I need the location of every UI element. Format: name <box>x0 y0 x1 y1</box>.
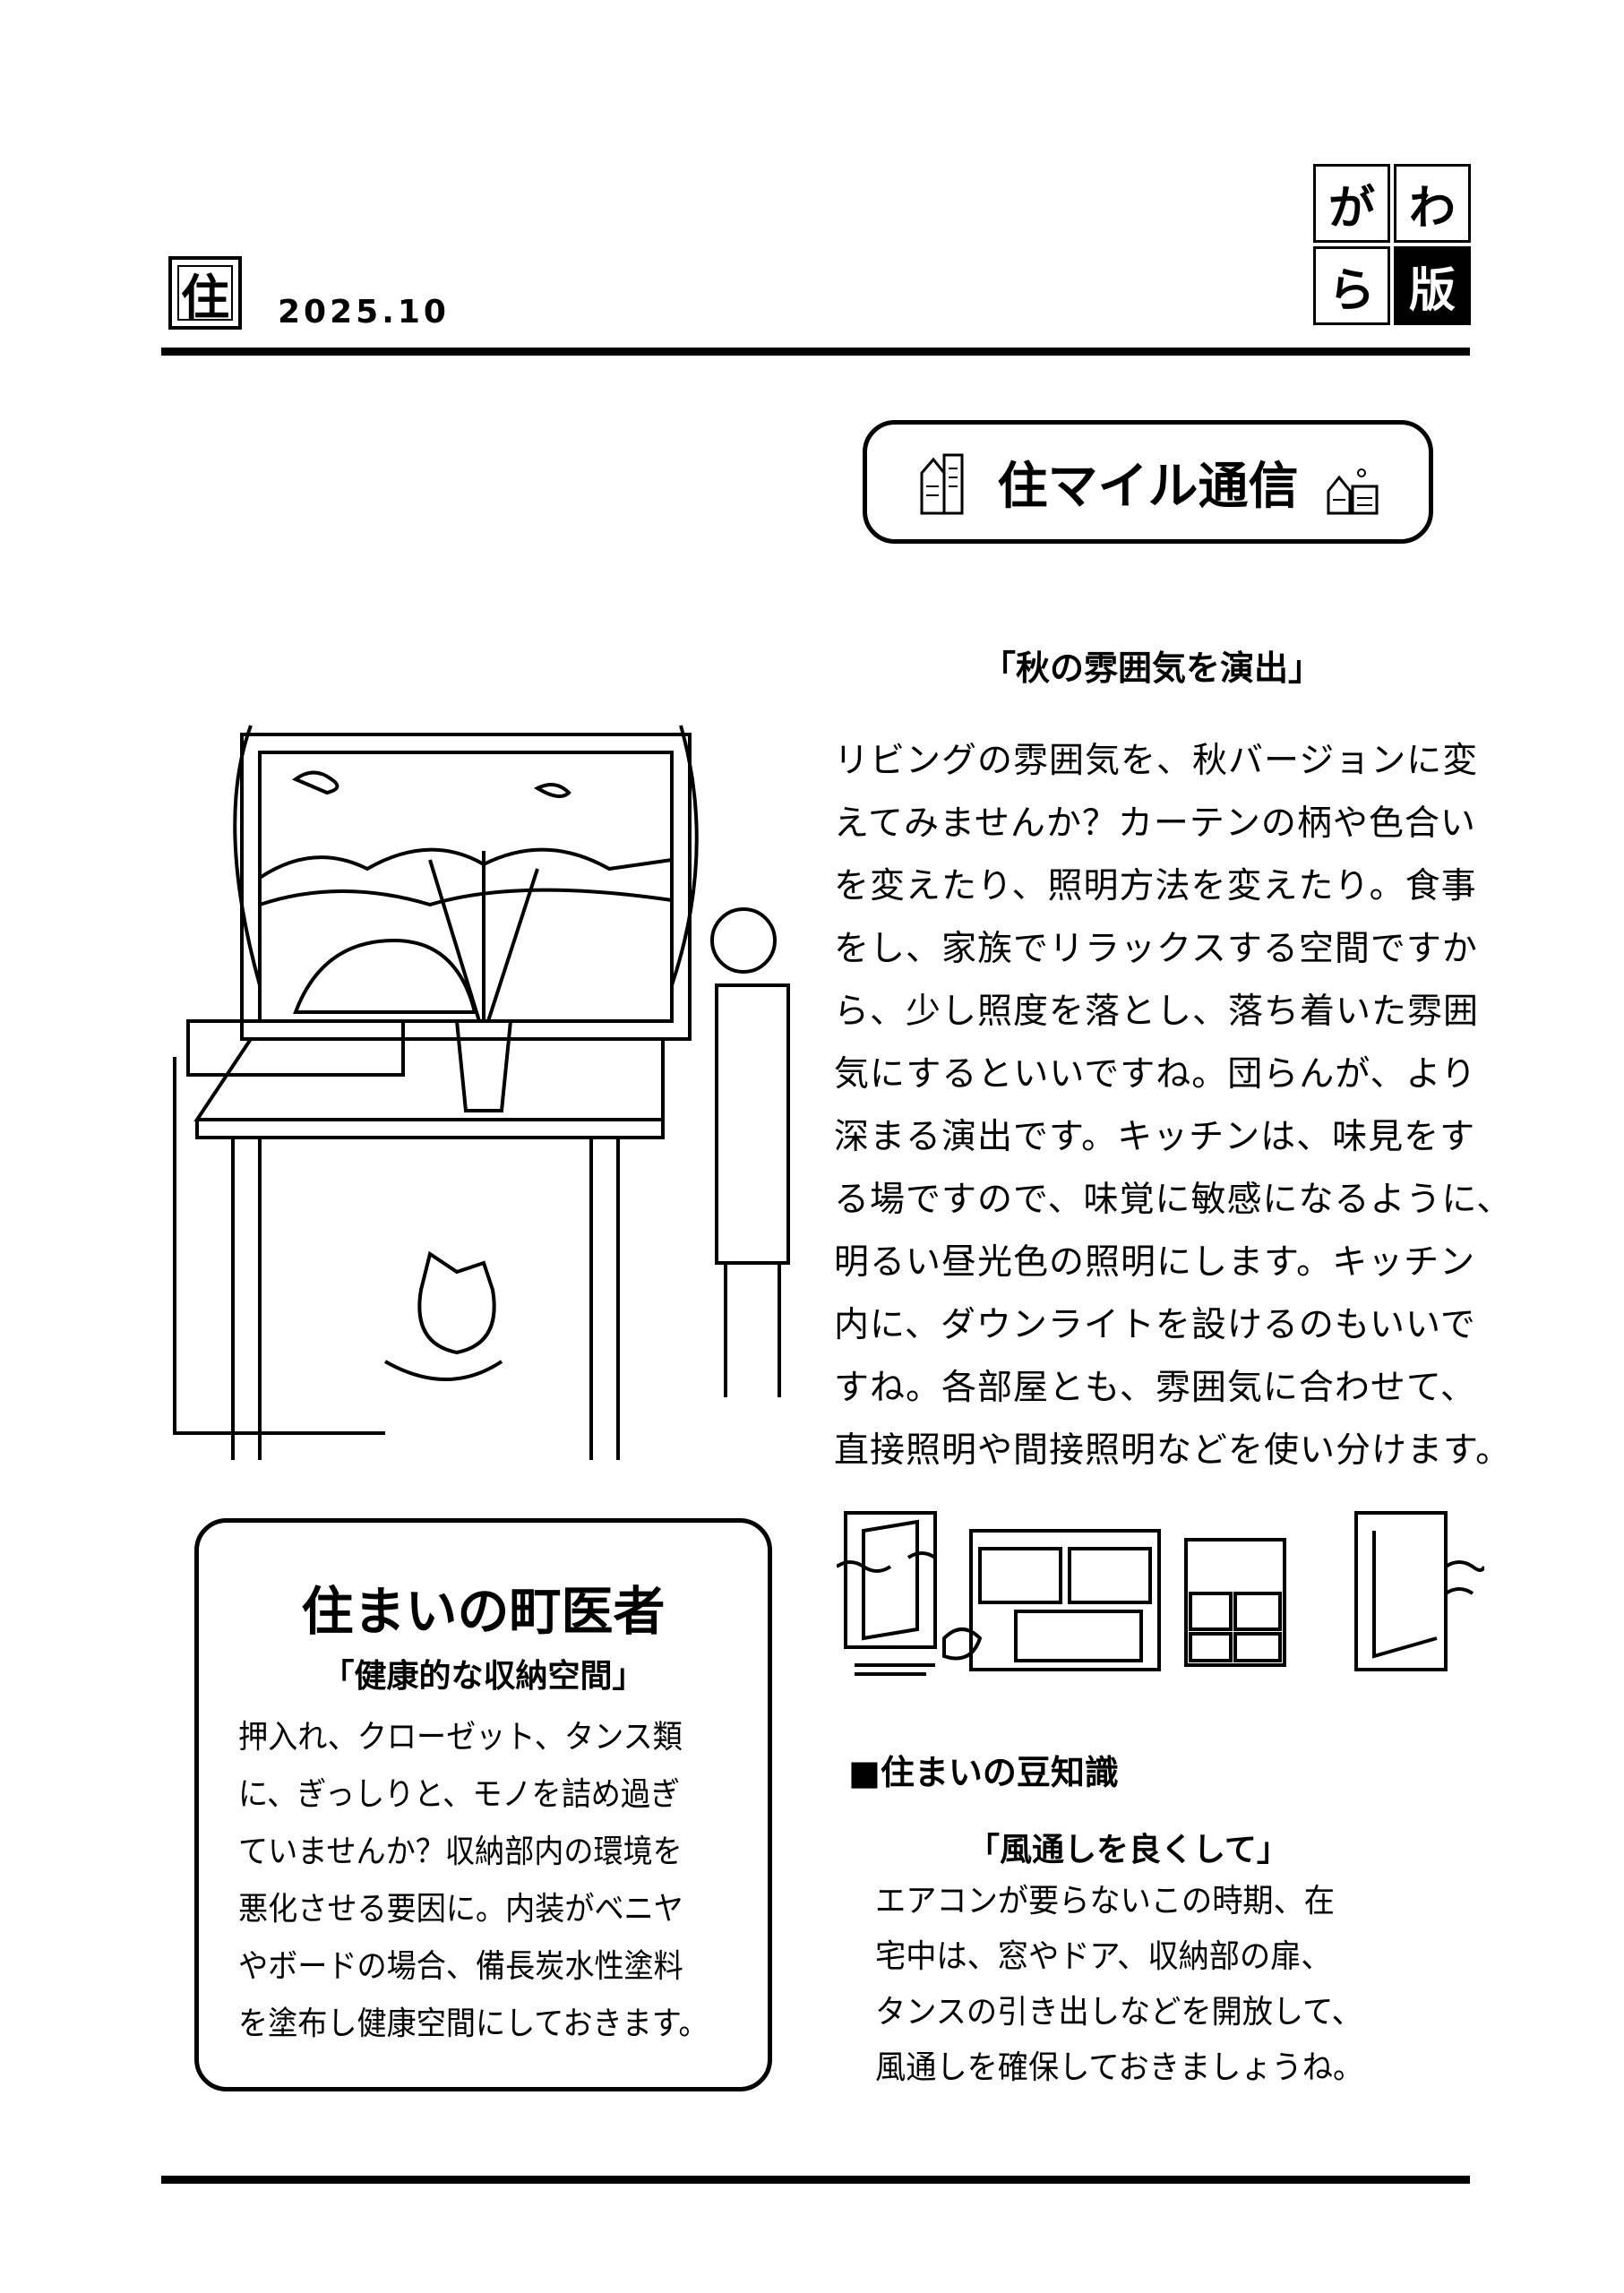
article-subtitle: 「秋の雰囲気を演出」 <box>981 648 1322 688</box>
text-line: 悪化させる要因に。内装がベニヤ <box>238 1891 683 1928</box>
logo-char: わ <box>1394 164 1471 243</box>
text-line: を塗布し健康空間にしておきます。 <box>238 2005 709 2042</box>
logo-char: 版 <box>1394 246 1471 325</box>
logo-char: ら <box>1313 246 1390 325</box>
newsletter-title-box: 住マイル通信 <box>863 420 1433 544</box>
text-line: ていませんか？収納部内の環境を <box>238 1834 683 1870</box>
text-line: に、ぎっしりと、モノを詰め過ぎ <box>238 1776 681 1813</box>
bottom-rule <box>161 2176 1470 2184</box>
text-line: 直接照明や間接照明などを使い分けます。 <box>834 1430 1512 1471</box>
tips-subtitle: 「風通しを良くして」 <box>967 1832 1289 1868</box>
text-line: をし、家族でリラックスする空間ですか <box>834 929 1478 969</box>
category-badge: 住 <box>168 256 242 330</box>
article-body: リビングの雰囲気を、秋バージョンに変 えてみませんか？カーテンの柄や色合い を変… <box>834 730 1513 1482</box>
text-line: ら、少し照度を落とし、落ち着いた雰囲 <box>834 992 1480 1032</box>
text-line: 深まる演出です。キッチンは、味見をす <box>834 1117 1476 1157</box>
tips-body: エアコンが要らないこの時期、在 宅中は、窓やドア、収納部の扉、 タンスの引き出し… <box>875 1874 1363 2096</box>
text-line: 宅中は、窓やドア、収納部の扉、 <box>875 1938 1332 1975</box>
doctor-body: 押入れ、クローゼット、タンス類 に、ぎっしりと、モノを詰め過ぎ ていませんか？収… <box>238 1709 709 2053</box>
text-line: 気にするといいですね。団らんが、より <box>834 1054 1477 1095</box>
text-line: えてみませんか？カーテンの柄や色合い <box>834 803 1476 844</box>
doctor-subtitle: 「健康的な収納空間」 <box>322 1658 645 1695</box>
issue-date: 2025.10 <box>278 294 450 331</box>
text-line: エアコンが要らないこの時期、在 <box>875 1883 1336 1919</box>
logo: が わ ら 版 <box>1313 164 1471 325</box>
living-room-illustration <box>173 725 790 1460</box>
furniture-illustration <box>837 1511 1484 1676</box>
houses-icon <box>1327 468 1378 515</box>
top-rule <box>161 348 1470 356</box>
doctor-title: 住まいの町医者 <box>301 1581 666 1642</box>
text-line: やボードの場合、備長炭水性塗料 <box>238 1948 683 1985</box>
text-line: を変えたり、照明方法を変えたり。食事 <box>834 866 1477 906</box>
logo-char: が <box>1313 164 1390 243</box>
text-line: 明るい昼光色の照明にします。キッチン <box>834 1242 1476 1283</box>
text-line: 風通しを確保しておきましょうね。 <box>875 2049 1364 2086</box>
buildings-icon <box>920 453 963 515</box>
text-line: リビングの雰囲気を、秋バージョンに変 <box>834 741 1479 781</box>
newsletter-title: 住マイル通信 <box>997 457 1299 516</box>
text-line: タンスの引き出しなどを開放して、 <box>875 1994 1362 2031</box>
text-line: 押入れ、クローゼット、タンス類 <box>238 1719 683 1756</box>
text-line: 内に、ダウンライトを設けるのもいいで <box>834 1305 1476 1345</box>
text-line: る場ですので、味覚に敏感になるように、 <box>834 1180 1513 1220</box>
tips-heading: ■住まいの豆知識 <box>848 1753 1119 1792</box>
house-doctor-box: 住まいの町医者 「健康的な収納空間」 押入れ、クローゼット、タンス類 に、ぎっし… <box>194 1518 772 2091</box>
text-line: すね。各部屋とも、雰囲気に合わせて、 <box>834 1368 1476 1408</box>
